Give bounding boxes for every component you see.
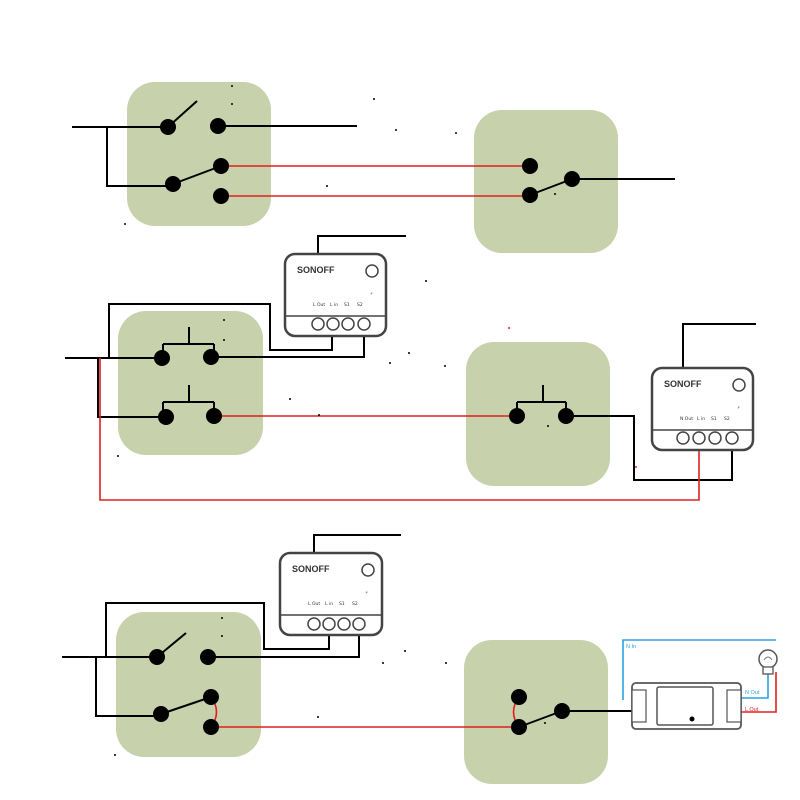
- switch-terminal: [203, 349, 219, 365]
- switch-plate: [466, 342, 610, 486]
- switch-terminal: [522, 187, 538, 203]
- port-label-nout: N Out: [680, 416, 693, 422]
- module-port: [352, 617, 366, 631]
- switch-plate: [127, 82, 271, 226]
- row-3-two-way-with-relay: [62, 534, 633, 784]
- svg-text:⚡: ⚡: [365, 590, 368, 596]
- switch-terminal: [554, 703, 570, 719]
- switch-terminal: [203, 689, 219, 705]
- switch-terminal: [158, 409, 174, 425]
- port-label-s1: S1: [339, 601, 345, 607]
- switch-terminal: [511, 689, 527, 705]
- port-label-s2: S2: [724, 416, 730, 422]
- port-label-s1: S1: [711, 416, 717, 422]
- switch-terminal: [200, 649, 216, 665]
- module-brand: SONOFF: [664, 379, 702, 389]
- port-label-lin: L in: [697, 416, 705, 422]
- switch-terminal: [558, 408, 574, 424]
- port-label-s2: S2: [357, 302, 363, 308]
- port-label-lout: L Out: [308, 601, 320, 607]
- port-label-lout: L Out: [313, 302, 325, 308]
- switch-terminal: [203, 719, 219, 735]
- sonoff-module: SONOFF ⚡ L Out L in S1 S2: [278, 551, 384, 637]
- sonoff-module: SONOFF ⚡ N Out L in S1 S2: [650, 366, 755, 452]
- module-port: [307, 617, 321, 631]
- module-brand: SONOFF: [297, 265, 335, 275]
- switch-plate: [118, 311, 263, 455]
- module-port: [311, 317, 325, 331]
- switch-plate: [116, 612, 261, 757]
- switch-plate: [474, 110, 618, 253]
- switch-terminal: [154, 350, 170, 366]
- port-label-s1: S1: [344, 302, 350, 308]
- switch-terminal: [213, 158, 229, 174]
- switch-terminal: [206, 408, 222, 424]
- stray-dots: [114, 85, 637, 756]
- module-port: [676, 431, 690, 445]
- switch-terminal: [153, 706, 169, 722]
- module-port: [337, 617, 351, 631]
- svg-text:⚡: ⚡: [370, 291, 373, 297]
- module-port: [725, 431, 739, 445]
- relay-module: N In N Out L Out: [622, 639, 777, 730]
- switch-terminal: [210, 118, 226, 134]
- port-label-s2: S2: [352, 601, 358, 607]
- switch-terminal: [509, 408, 525, 424]
- module-port: [692, 431, 706, 445]
- module-port: [708, 431, 722, 445]
- switch-terminal: [160, 119, 176, 135]
- row-2-push-buttons: [65, 235, 756, 501]
- relay-l-out: L Out: [745, 707, 759, 713]
- sonoff-module: SONOFF ⚡ L Out L in S1 S2: [283, 252, 388, 338]
- switch-terminal: [165, 176, 181, 192]
- module-port: [326, 317, 340, 331]
- switch-terminal: [149, 649, 165, 665]
- port-label-lin: L in: [330, 302, 338, 308]
- bulb-icon: [758, 649, 778, 675]
- relay-n-in: N In: [626, 644, 636, 650]
- port-label-lin: L in: [325, 601, 333, 607]
- switch-terminal: [511, 719, 527, 735]
- svg-text:⚡: ⚡: [737, 405, 740, 411]
- module-port: [357, 317, 371, 331]
- module-brand: SONOFF: [292, 564, 330, 574]
- switch-terminal: [564, 171, 580, 187]
- row-1-two-way-switch: [72, 82, 675, 253]
- relay-n-out: N Out: [745, 690, 760, 696]
- module-port: [322, 617, 336, 631]
- switch-terminal: [522, 158, 538, 174]
- module-port: [341, 317, 355, 331]
- switch-terminal: [213, 188, 229, 204]
- switch-plate: [464, 640, 608, 784]
